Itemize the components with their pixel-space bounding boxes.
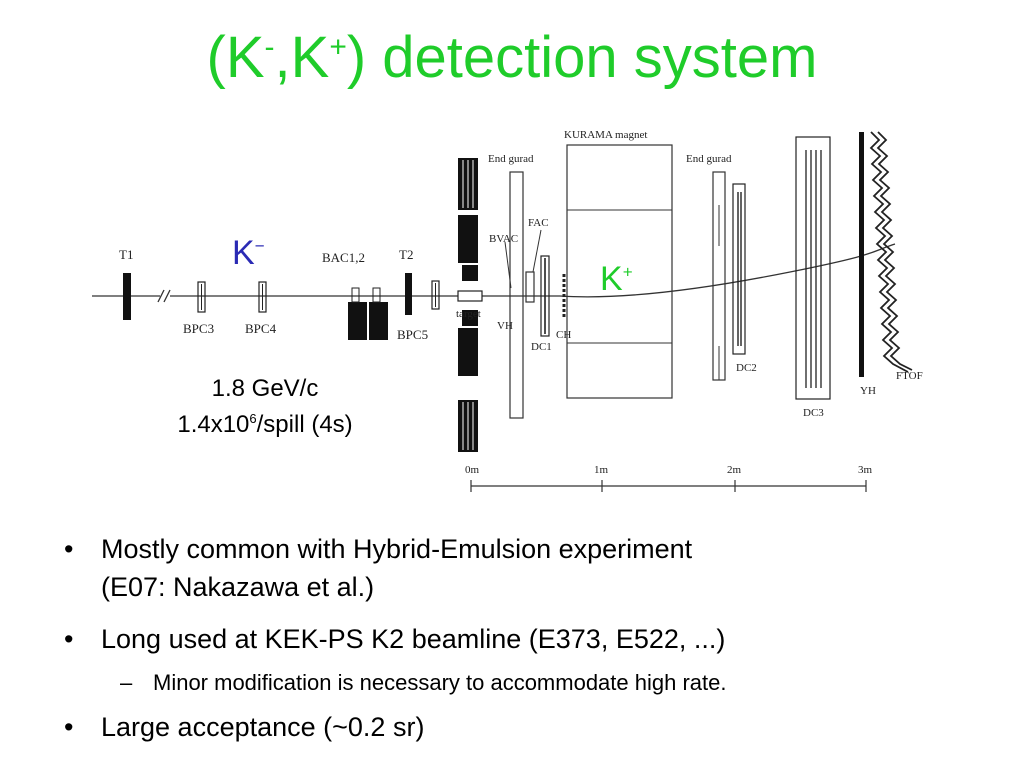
ch-label: CH [556, 329, 571, 341]
yh-hodoscope [859, 132, 864, 377]
target-label: target [456, 308, 481, 320]
end-guard-lower-block-1 [462, 310, 478, 326]
bpc3-label: BPC3 [183, 321, 214, 336]
end-guard-1-label: End gurad [488, 153, 534, 165]
dc2-chamber [732, 183, 746, 355]
beam-info: 1.8 GeV/c 1.4x106/spill (4s) [120, 371, 410, 443]
beam-rate-sup: 6 [249, 411, 257, 426]
ftof-label: FTOF [896, 370, 923, 382]
scale-label-0: 0m [465, 464, 480, 476]
t1-label: T1 [119, 247, 133, 262]
fac-pointer [532, 229, 542, 273]
bullet-dot: • [64, 624, 74, 654]
sub-bullet-text: Minor modification is necessary to accom… [153, 670, 727, 695]
kplus-beam-label: K+ [600, 262, 633, 296]
dc3-label: DC3 [803, 407, 824, 419]
kplus-base: K [600, 260, 623, 298]
bvac-pointer [504, 241, 512, 289]
bullet-text-continuation: (E07: Nakazawa et al.) [101, 572, 375, 602]
bac-label: BAC1,2 [322, 250, 365, 265]
vh-label: VH [497, 320, 513, 332]
fac-counter [525, 271, 535, 303]
bullet-text: Large acceptance (~0.2 sr) [101, 712, 425, 742]
bac1-counter [348, 302, 367, 340]
beam-line-break-1 [157, 289, 165, 303]
bpc5-chamber [431, 280, 440, 310]
kurama-magnet [566, 144, 673, 399]
kplus-trajectory [559, 243, 896, 298]
target [457, 290, 483, 302]
scale-label-1: 1m [594, 464, 609, 476]
bac1-pmt [351, 287, 360, 303]
bac2-counter [369, 302, 388, 340]
scale-label-2: 2m [727, 464, 742, 476]
kurama-label: KURAMA magnet [564, 129, 647, 141]
end-guard-upper-block-2 [458, 215, 478, 263]
bvac-label: BVAC [489, 233, 518, 245]
beam-momentum: 1.8 GeV/c [211, 375, 319, 402]
dc1-chamber [540, 255, 550, 337]
title-mid: ,K [274, 25, 330, 90]
bullet-dot: • [64, 534, 74, 564]
bpc3-chamber [197, 281, 206, 313]
end-guard-upper-block-3 [462, 265, 478, 281]
kplus-sup: + [622, 262, 633, 282]
ftof-wall-outer [876, 131, 913, 371]
yh-label: YH [860, 385, 876, 397]
beam-rate: 1.4x106/spill (4s) [120, 407, 410, 443]
t2-label: T2 [399, 247, 413, 262]
t2-counter [405, 273, 412, 315]
bullet-text: Long used at KEK-PS K2 beamline (E373, E… [101, 624, 726, 654]
title-base: (K [206, 25, 265, 90]
title-sup-plus: + [329, 30, 347, 64]
beam-line-break-2 [163, 289, 171, 303]
dc1-label: DC1 [531, 341, 552, 353]
end-guard-1 [509, 171, 524, 419]
bpc4-chamber [258, 281, 267, 313]
bpc4-label: BPC4 [245, 321, 277, 336]
dc2-label: DC2 [736, 362, 757, 374]
kminus-sup: − [254, 236, 265, 256]
ftof-wall [869, 131, 909, 373]
t1-counter [123, 273, 131, 320]
scale-label-3: 3m [858, 464, 873, 476]
kminus-beam-label: K− [232, 236, 265, 270]
beam-rate-base: 1.4x10 [177, 411, 250, 438]
beam-rate-end: /spill (4s) [256, 411, 353, 438]
dc3-chamber [795, 136, 831, 400]
end-guard-lower-block-2 [458, 328, 478, 376]
title-end: ) detection system [346, 25, 818, 90]
end-guard-2-label: End gurad [686, 153, 732, 165]
fac-label: FAC [528, 217, 549, 229]
title-sup-minus: - [264, 30, 275, 64]
sub-bullet-dash: – [120, 670, 133, 695]
kminus-base: K [232, 234, 255, 272]
page-title: (K-,K+) detection system [0, 22, 1024, 94]
bac2-pmt [372, 287, 381, 303]
bullet-dot: • [64, 712, 74, 742]
bullet-text: Mostly common with Hybrid-Emulsion exper… [101, 534, 693, 564]
bpc5-label: BPC5 [397, 327, 428, 342]
